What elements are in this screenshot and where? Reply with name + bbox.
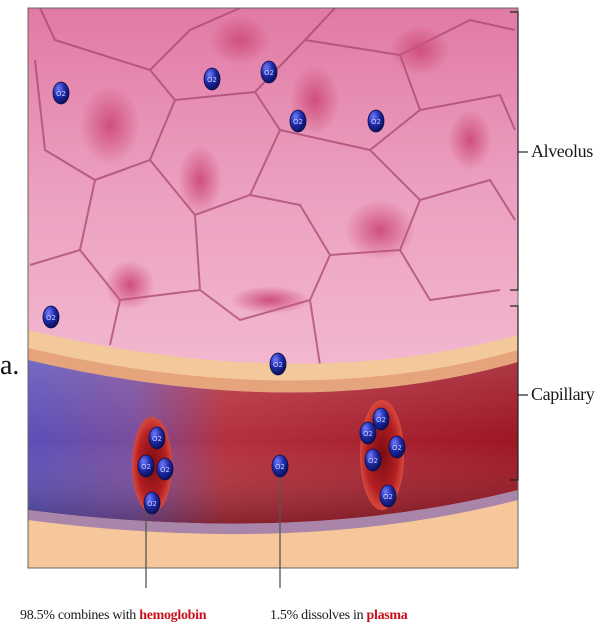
oxygen-label: O2 — [293, 118, 303, 126]
oxygen-label: O2 — [275, 463, 285, 471]
oxygen-molecule: O2 — [365, 449, 381, 471]
alveolus-label: Alveolus — [531, 141, 593, 162]
plasma-caption: 1.5% dissolves in plasma — [270, 608, 408, 624]
oxygen-label: O2 — [264, 69, 274, 77]
hemoglobin-term: hemoglobin — [139, 608, 206, 623]
oxygen-molecule: O2 — [204, 68, 220, 90]
oxygen-label: O2 — [46, 314, 56, 322]
oxygen-molecule: O2 — [53, 82, 69, 104]
oxygen-label: O2 — [56, 90, 66, 98]
oxygen-label: O2 — [371, 118, 381, 126]
oxygen-molecule: O2 — [270, 353, 286, 375]
hemoglobin-caption: 98.5% combines with hemoglobin — [20, 608, 206, 624]
oxygen-molecule: O2 — [138, 455, 154, 477]
oxygen-molecule: O2 — [43, 306, 59, 328]
oxygen-molecule: O2 — [373, 408, 389, 430]
cropped-text-fragment: a. — [0, 350, 19, 382]
plasma-term: plasma — [367, 608, 408, 623]
oxygen-label: O2 — [383, 493, 393, 501]
oxygen-label: O2 — [376, 416, 386, 424]
capillary-label: Capillary — [531, 384, 594, 405]
oxygen-molecule: O2 — [368, 110, 384, 132]
hemoglobin-caption-prefix: 98.5% combines with — [20, 608, 139, 623]
oxygen-label: O2 — [152, 435, 162, 443]
oxygen-molecule: O2 — [360, 422, 376, 444]
oxygen-molecule: O2 — [290, 110, 306, 132]
oxygen-molecule: O2 — [157, 458, 173, 480]
oxygen-label: O2 — [368, 457, 378, 465]
oxygen-molecule: O2 — [389, 436, 405, 458]
oxygen-label: O2 — [392, 444, 402, 452]
oxygen-molecule: O2 — [272, 455, 288, 477]
oxygen-label: O2 — [207, 76, 217, 84]
oxygen-label: O2 — [147, 500, 157, 508]
oxygen-label: O2 — [363, 430, 373, 438]
oxygen-label: O2 — [273, 361, 283, 369]
oxygen-molecule: O2 — [149, 427, 165, 449]
illustration — [28, 8, 518, 568]
oxygen-label: O2 — [160, 466, 170, 474]
oxygen-molecule: O2 — [261, 61, 277, 83]
plasma-caption-prefix: 1.5% dissolves in — [270, 608, 367, 623]
oxygen-molecule: O2 — [144, 492, 160, 514]
oxygen-label: O2 — [141, 463, 151, 471]
oxygen-molecule: O2 — [380, 485, 396, 507]
